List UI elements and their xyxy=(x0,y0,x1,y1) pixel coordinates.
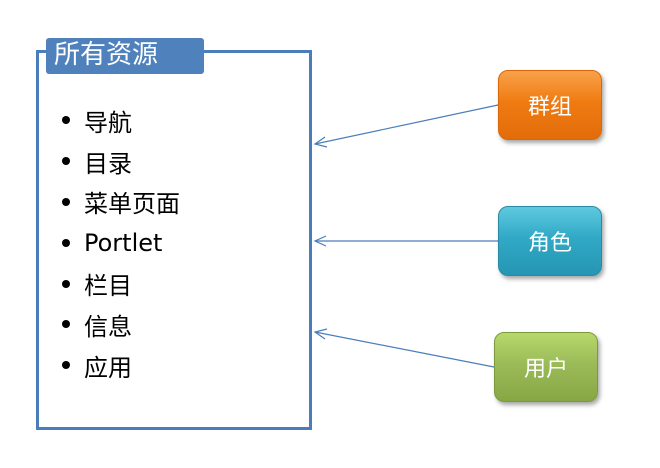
resource-item-label: 目录 xyxy=(84,149,132,178)
resource-item-navigation: 导航 xyxy=(62,100,180,141)
arrowhead-icon xyxy=(313,136,328,148)
resource-item-catalog: 目录 xyxy=(62,141,180,182)
arrowhead-icon xyxy=(313,235,327,247)
resource-item-label: 栏目 xyxy=(84,272,132,301)
resource-item-label: Portlet xyxy=(84,228,163,257)
resource-item-label: 菜单页面 xyxy=(84,190,180,219)
group-node: 群组 xyxy=(498,70,602,140)
arrow-user-to-resources xyxy=(314,331,495,368)
resource-item-column: 栏目 xyxy=(62,263,180,304)
resource-item-portlet: Portlet xyxy=(62,222,180,263)
container-top-border-left xyxy=(36,50,46,53)
resource-item-menu-page: 菜单页面 xyxy=(62,182,180,223)
bullet-icon xyxy=(62,361,70,370)
arrow-group-to-resources xyxy=(314,104,499,145)
bullet-icon xyxy=(62,116,70,125)
resource-list: 导航 目录 菜单页面 Portlet 栏目 信息 应用 xyxy=(62,100,180,386)
all-resources-container xyxy=(36,52,312,430)
bullet-icon xyxy=(62,197,70,206)
resource-item-label: 信息 xyxy=(84,312,132,341)
all-resources-title: 所有资源 xyxy=(46,38,204,74)
arrowhead-icon xyxy=(313,328,328,340)
resource-item-application: 应用 xyxy=(62,345,180,386)
resource-item-information: 信息 xyxy=(62,304,180,345)
bullet-icon xyxy=(62,238,70,247)
user-node: 用户 xyxy=(494,332,598,402)
bullet-icon xyxy=(62,279,70,288)
bullet-icon xyxy=(62,157,70,166)
container-top-border-right xyxy=(204,50,312,53)
resource-item-label: 导航 xyxy=(84,108,132,137)
resource-item-label: 应用 xyxy=(84,353,132,382)
bullet-icon xyxy=(62,320,70,329)
role-node: 角色 xyxy=(498,206,602,276)
